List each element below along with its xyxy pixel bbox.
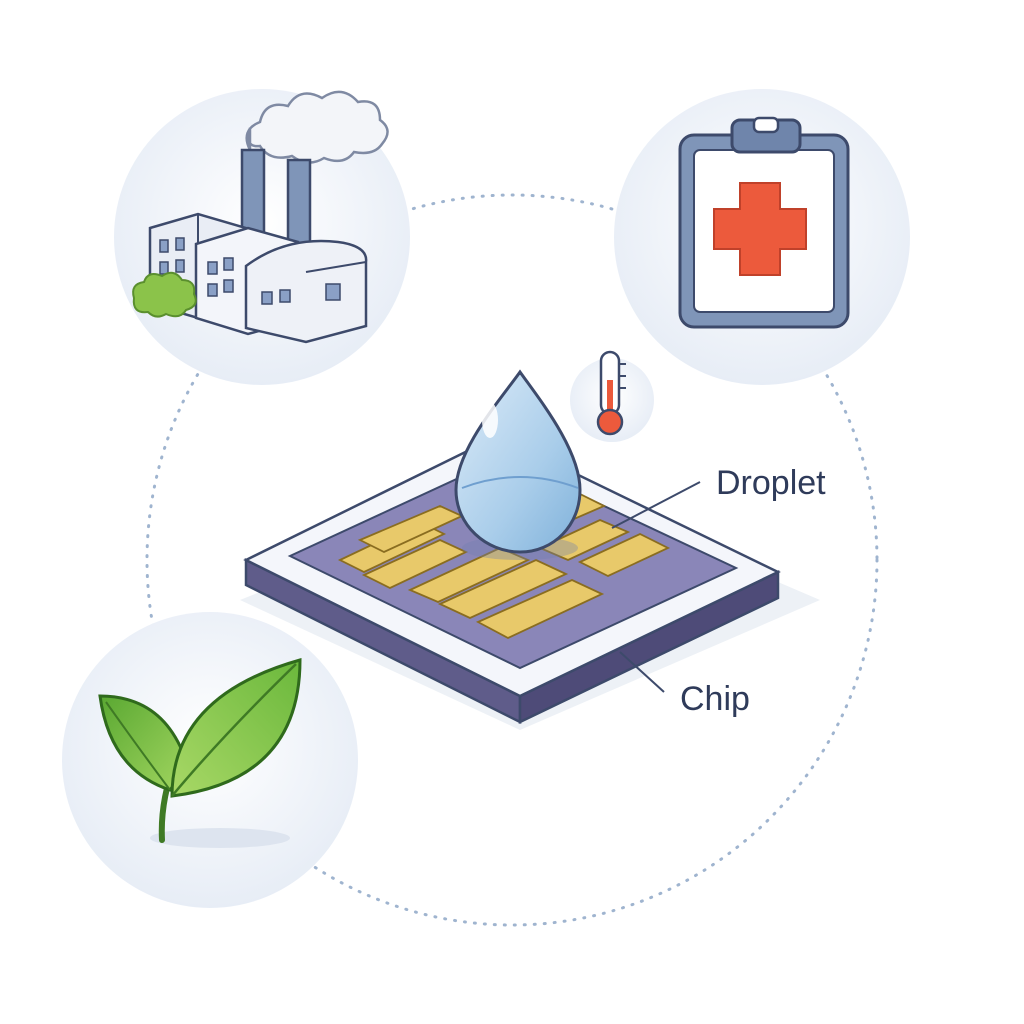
droplet-label: Droplet (716, 464, 826, 502)
factory-icon (132, 90, 389, 344)
leaf-sprout-icon (98, 658, 302, 848)
plant-node (62, 612, 358, 908)
interdigitated-electrodes (337, 493, 671, 640)
chip-leader-line (619, 651, 665, 693)
thermometer-icon (596, 350, 626, 436)
sensor-chip-icon (240, 434, 820, 730)
medical-clipboard-icon (678, 116, 850, 329)
dotted-connection-ring (145, 193, 879, 927)
thermometer-node (570, 350, 654, 442)
water-droplet-icon (454, 369, 582, 560)
factory-node (114, 89, 410, 385)
medical-node (614, 89, 910, 385)
droplet-leader-line (611, 481, 701, 529)
chip-label: Chip (680, 680, 750, 718)
red-cross-icon (713, 182, 807, 276)
